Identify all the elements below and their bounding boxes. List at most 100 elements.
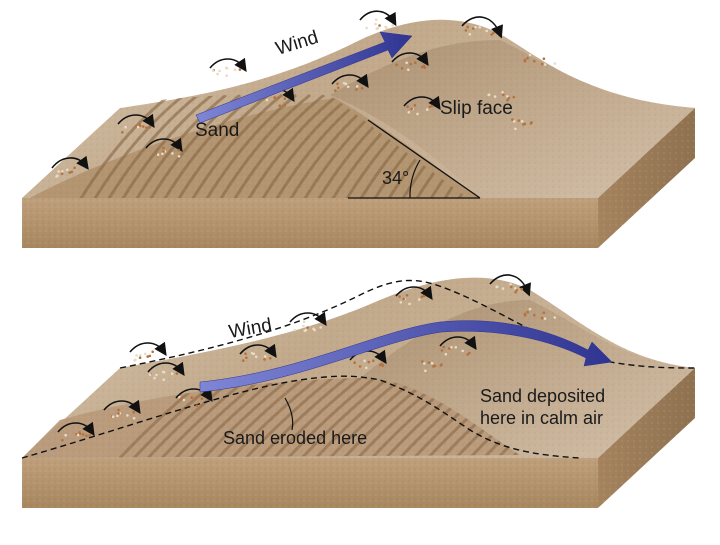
sand-grain xyxy=(409,62,413,66)
sand-grain xyxy=(334,89,337,92)
sand-grain xyxy=(420,65,424,69)
sand-grain xyxy=(177,155,181,158)
sand-grain xyxy=(153,376,156,380)
sand-grain xyxy=(553,62,557,65)
sand-grain xyxy=(406,105,409,108)
sand-grain xyxy=(543,317,547,320)
sand-grain xyxy=(410,107,414,111)
sand-grain xyxy=(138,123,141,126)
sand-grain xyxy=(132,410,135,414)
sand-grain xyxy=(144,352,147,356)
sand-grain xyxy=(139,354,142,357)
sand-grain xyxy=(526,310,529,314)
sand-grain xyxy=(405,294,409,297)
sand-grain xyxy=(399,301,403,304)
sand-grain xyxy=(444,352,448,356)
sand-grain xyxy=(520,119,524,123)
sand-grain xyxy=(402,297,406,301)
sand-grain xyxy=(553,316,557,319)
sand-grain xyxy=(492,31,495,35)
sand-grain xyxy=(263,355,267,358)
sand-grain xyxy=(526,56,529,60)
top-sand-grains xyxy=(55,18,557,178)
sand-grain xyxy=(530,121,533,124)
sand-grain xyxy=(523,122,527,126)
sand-grain xyxy=(430,361,434,365)
sand-grain xyxy=(400,67,404,70)
sand-grain xyxy=(468,351,471,355)
sand-grain xyxy=(319,326,323,329)
sand-grain xyxy=(132,417,136,420)
sand-grain xyxy=(515,288,518,292)
sand-grain xyxy=(117,412,120,415)
sand-grain xyxy=(337,86,340,90)
sand-grain xyxy=(148,354,152,358)
sand-grain xyxy=(64,433,67,437)
sand-grain xyxy=(218,69,221,73)
sand-grain xyxy=(448,347,451,350)
sand-grain xyxy=(145,126,148,129)
sand-grain xyxy=(133,359,136,362)
angle-arc xyxy=(409,159,421,199)
sand-grain xyxy=(514,287,517,290)
sand-grain xyxy=(111,415,115,419)
sand-grain xyxy=(250,352,254,355)
sand-grain xyxy=(182,398,186,402)
sand-grain xyxy=(407,111,411,114)
sand-grain xyxy=(468,32,472,36)
bottom-dune-block: Wind Sand eroded here Sand deposited her… xyxy=(21,274,696,508)
sand-grain xyxy=(528,307,532,311)
new-dune-profile-dashed xyxy=(119,279,696,369)
sand-grain xyxy=(342,82,346,85)
sand-grain xyxy=(293,328,296,332)
sand-grain xyxy=(430,104,434,108)
sand-grain xyxy=(506,98,509,102)
sand-grain xyxy=(490,33,493,36)
sand-grain xyxy=(533,59,536,63)
top-dune-block: Wind Sand Slip face 34° xyxy=(22,10,695,248)
sand-grain xyxy=(433,364,437,368)
sand-grain xyxy=(442,345,445,349)
sand-grain xyxy=(78,431,81,434)
angle-label: 34° xyxy=(382,168,409,188)
sand-grain xyxy=(528,53,532,57)
sand-grain xyxy=(306,326,309,329)
sand-grain xyxy=(61,170,64,173)
sand-grain xyxy=(283,97,287,100)
sand-grain xyxy=(148,126,151,129)
sand-grain xyxy=(177,148,180,152)
sand-grain xyxy=(440,349,444,352)
deposited-label-line2: here in calm air xyxy=(480,408,603,428)
sand-grain xyxy=(302,324,305,328)
sand-grain xyxy=(254,355,258,359)
sand-grain xyxy=(517,119,521,122)
sand-grain xyxy=(136,125,140,129)
sand-grain xyxy=(514,290,517,294)
sand-grain xyxy=(487,93,491,97)
sand-grain xyxy=(474,26,477,29)
sand-grain xyxy=(146,355,149,358)
sand-grain xyxy=(485,29,489,33)
sand-grain xyxy=(408,302,411,306)
sand-grain xyxy=(126,414,129,417)
sand-grain xyxy=(523,313,527,317)
sand-grain xyxy=(374,18,378,22)
sand-grain xyxy=(179,397,183,400)
sand-grain xyxy=(466,25,469,29)
sand-grain xyxy=(81,433,85,436)
sand-grain xyxy=(88,434,91,437)
sand-grain xyxy=(513,120,516,123)
sand-grain xyxy=(428,105,432,109)
sand-grain xyxy=(420,295,424,299)
sand-grain xyxy=(510,285,513,289)
sand-grain xyxy=(514,127,517,131)
sand-grain xyxy=(121,131,124,134)
sand-grain xyxy=(507,96,511,100)
sand-grain xyxy=(55,175,58,178)
sand-grain xyxy=(427,361,431,364)
sand-grain xyxy=(440,363,443,366)
sand-grain xyxy=(135,354,138,357)
sand-grain xyxy=(365,366,368,370)
sand-grain xyxy=(57,170,60,173)
